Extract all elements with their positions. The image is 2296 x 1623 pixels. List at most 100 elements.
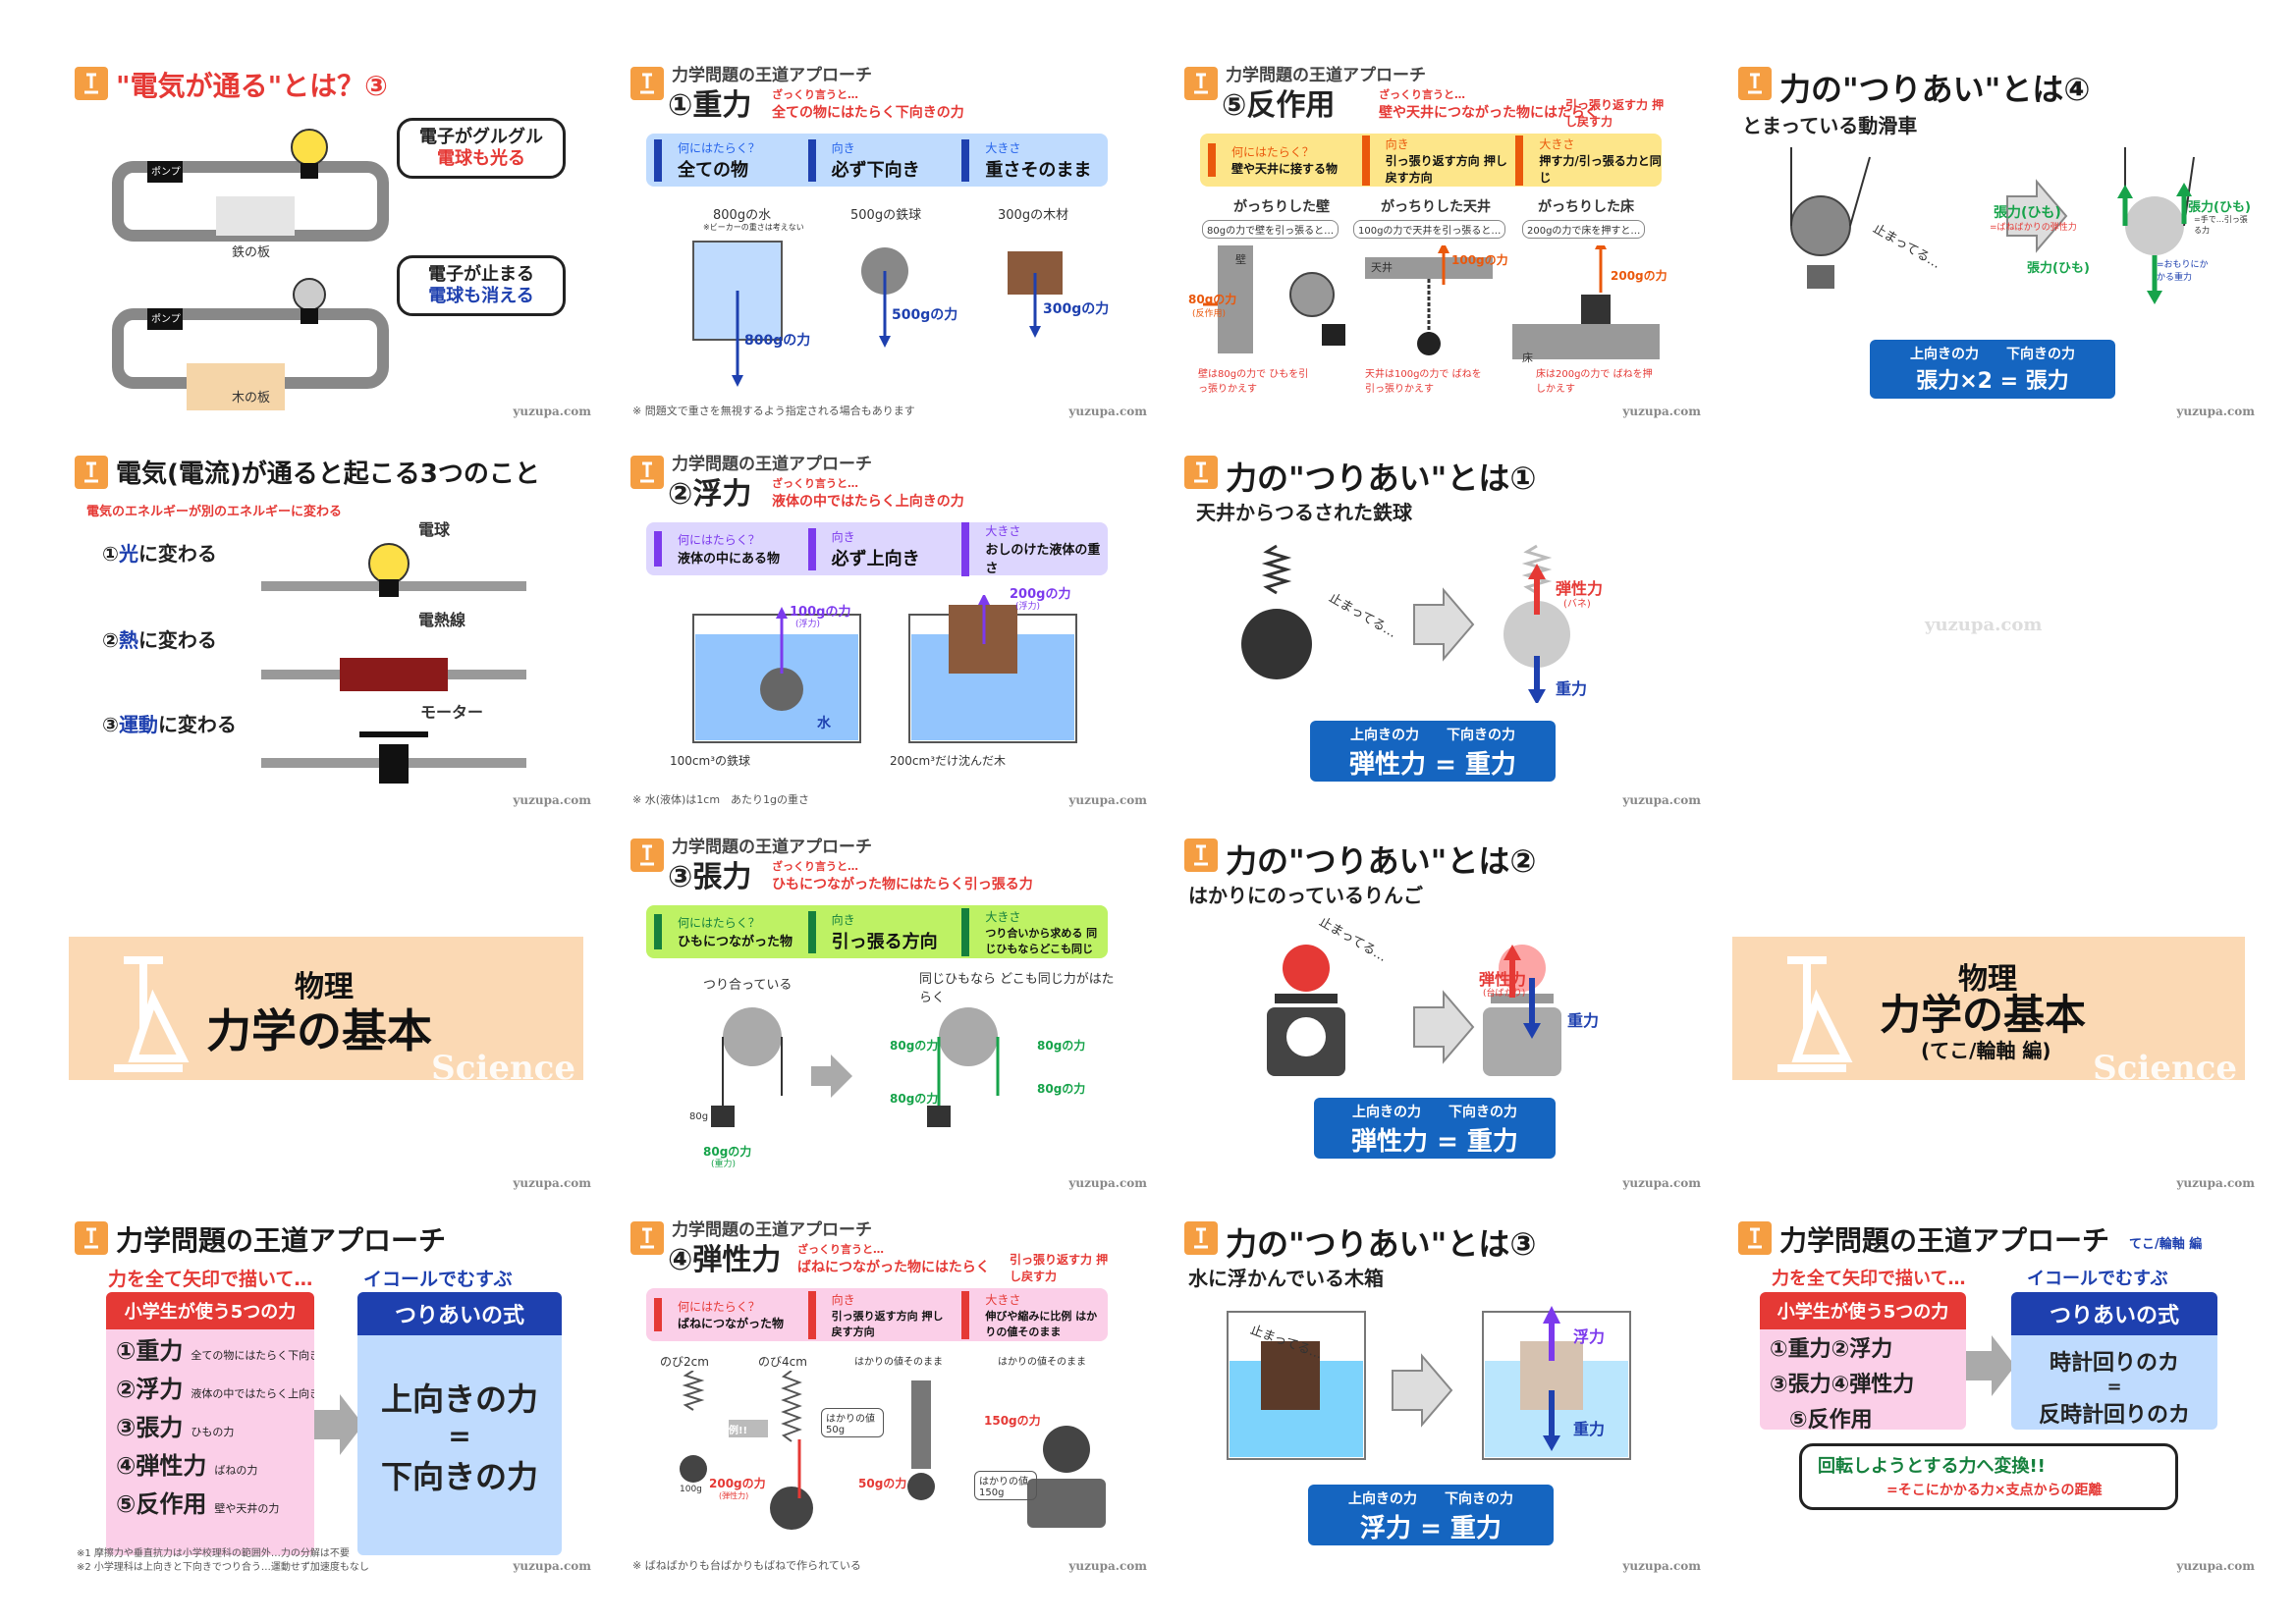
microscope-logo-icon [1184, 67, 1218, 100]
effect-number: ② [102, 628, 119, 652]
equation-top: 上向きの力 下向きの力 [1910, 347, 2075, 362]
site-credit: yuzupa.com [2176, 1559, 2255, 1573]
card-title: ②浮力 [668, 477, 752, 512]
water-label: 水 [817, 716, 831, 731]
bar-cell: 何にはたらく？液体の中にある物 [654, 531, 800, 567]
bar-value: 引っ張り返す方向 押し戻す方向 [831, 1309, 944, 1338]
bar-value: 引っ張る方向 [831, 931, 938, 952]
force-name: ①重力 [116, 1337, 184, 1365]
tension-label: 80gの力 [890, 1039, 939, 1053]
equation-box: 上向きの力 下向きの力 浮力 = 重力 [1308, 1485, 1554, 1545]
pump-label-2: ポンプ [151, 314, 181, 325]
bar-key: 何にはたらく？ [678, 533, 760, 547]
bar-value: 全ての物 [678, 159, 748, 181]
force-name: ⑤反作用 [116, 1490, 207, 1518]
banner-science: Science [431, 1049, 575, 1088]
wood-plate-label: 木の板 [232, 391, 271, 406]
bar-key: 向き [831, 529, 855, 544]
caption: のび2cm [660, 1355, 709, 1369]
force-sub: (浮力) [795, 620, 821, 629]
ruby: ざっくり言うと… [772, 860, 858, 873]
force-label: 200gの力 [1010, 587, 1071, 602]
bar-cell: 大きさ伸びや縮みに比例 はかりの値そのまま [961, 1290, 1108, 1339]
card-approach-lever: 力学問題の王道アプローチ てこ/輪軸 編 力を全て矢印で描いて… イコールでむす… [1732, 1214, 2263, 1577]
site-credit: yuzupa.com [1622, 1559, 1701, 1573]
section-tag: 力学問題の王道アプローチ [1226, 66, 1426, 85]
force-row: ①重力全ての物にはたらく下向きの力 [106, 1329, 314, 1368]
property-bar: 何にはたらく？全ての物 向き必ず下向き 大きさ重さそのまま [646, 134, 1108, 187]
bar-value: 押す力/引っ張る力と同じ [1539, 153, 1662, 185]
ruby: ざっくり言うと… [1379, 88, 1465, 101]
property-bar: 何にはたらく？液体の中にある物 向き必ず上向き 大きさおしのけた液体の重さ [646, 521, 1108, 576]
force-label: 80gの力 [703, 1145, 752, 1159]
pulley-diagram [1790, 147, 2195, 304]
bar-cell: 大きさ押す力/引っ張る力と同じ [1515, 135, 1662, 186]
spring-ball-diagram [1241, 544, 1570, 703]
effect-row: ②熱に変わる [102, 624, 217, 653]
force-desc: 液体の中ではたらく上向きの力 [191, 1387, 314, 1400]
pull-text: 100gの力で天井を引っ張ると… [1353, 220, 1506, 239]
bar-key: 向き [831, 1292, 855, 1307]
card-banner-lever: 物理 力学の基本 (てこ/輪軸 編) Science yuzupa.com [1732, 831, 2263, 1194]
property-bar: 何にはたらく？ひもにつながった物 向き引っ張る方向 大きさつり合いから求める 同… [646, 905, 1108, 958]
iron-plate-label: 鉄の板 [232, 245, 271, 260]
equation-top: 上向きの力 下向きの力 [1352, 1105, 1517, 1120]
card-approach: 力学問題の王道アプローチ 力を全て矢印で描いて… イコールでむすぶ 小学生が使う… [69, 1214, 599, 1577]
microscope-logo-icon [630, 456, 664, 489]
card-subtitle: 天井からつるされた鉄球 [1196, 501, 1412, 524]
bar-cell: 何にはたらく？全ての物 [654, 138, 800, 182]
force-desc: 全ての物にはたらく下向きの力 [191, 1349, 314, 1362]
bar-value: おしのけた液体の重さ [985, 542, 1101, 576]
site-credit: yuzupa.com [513, 1559, 591, 1573]
microscope-icon [1777, 956, 1853, 1072]
caption: はかりの値そのまま [998, 1357, 1086, 1368]
subtitle: 壁や天井につながった物にはたらく [1379, 105, 1599, 121]
force-sub: (弾性力) [719, 1491, 749, 1500]
card-title: 力学問題の王道アプローチ [116, 1224, 447, 1257]
subtitle-2: 引っ張り返す力 押し戻す力 [1565, 98, 1665, 129]
column-head: がっちりした床 [1538, 199, 1634, 215]
bar-value: つり合いから求める 同じひもならどこも同じ [985, 926, 1098, 955]
site-credit: yuzupa.com [1622, 1176, 1701, 1190]
effect-number: ③ [102, 713, 119, 736]
scale-reading: はかりの値 150g [974, 1471, 1037, 1500]
card-blank: yuzupa.com [1732, 448, 2263, 811]
bar-key: 大きさ [985, 523, 1021, 538]
card-title: ③張力 [668, 860, 752, 894]
tension-diagram [711, 1007, 1000, 1127]
conversion-callout: 回転しようとする力へ変換!! =そこにかかる力×支点からの距離 [1799, 1443, 2178, 1510]
item-label: 100cm³の鉄球 [670, 754, 751, 768]
bubble-line: 電子がグルグル [419, 127, 543, 147]
bar-cell: 向き引っ張り返す方向 押し戻す方向 [1361, 135, 1508, 186]
tension-label: 張力(ひも) [2027, 261, 2090, 276]
footnote: ※ 問題文で重さを無視するよう指定される場合もあります [632, 405, 915, 417]
card-buoyancy: 力学問題の王道アプローチ ②浮力 ざっくり言うと… 液体の中ではたらく上向きの力… [625, 448, 1155, 811]
force-label: 200gの力 [1611, 269, 1667, 283]
item-label: 200cm³だけ沈んだ木 [890, 754, 1007, 768]
effect-key: 運動 [118, 713, 158, 736]
card-banner-mechanics: 物理 力学の基本 Science yuzupa.com [69, 831, 599, 1194]
conversion-text-2: =そこにかかる力×支点からの距離 [1886, 1483, 2103, 1498]
result-text: 床は200gの力で ばねを押しかえす [1536, 369, 1653, 395]
site-credit: yuzupa.com [1622, 405, 1701, 418]
effect-key: 光 [118, 542, 138, 566]
card-tension: 力学問題の王道アプローチ ③張力 ざっくり言うと… ひもにつながった物にはたらく… [625, 831, 1155, 1194]
card-title: 力の"つりあい"とは① [1226, 460, 1537, 497]
equation-top: 上向きの力 下向きの力 [1350, 728, 1515, 743]
card-subtitle: 水に浮かんでいる木箱 [1188, 1267, 1384, 1290]
bar-cell: 何にはたらく？壁や天井に接する物 [1208, 143, 1354, 177]
banner-title-2: 力学の基本 [206, 1004, 432, 1057]
site-credit: yuzupa.com [1068, 1176, 1147, 1190]
gravity-note: =おもりにかかる重力 [2157, 260, 2209, 283]
site-credit: yuzupa.com [2176, 1176, 2255, 1190]
equation-cw: 時計回りのカ [2049, 1351, 2179, 1376]
force-desc: ひもの力 [191, 1426, 235, 1438]
equation-bottom: 弾性力 = 重力 [1351, 1127, 1518, 1157]
caption: つり合っている [703, 978, 793, 993]
bar-cell: 何にはたらく？ひもにつながった物 [654, 914, 800, 949]
watermark: yuzupa.com [1925, 615, 2043, 635]
card-title: ⑤反作用 [1222, 88, 1336, 123]
microscope-logo-icon [630, 1221, 664, 1255]
floating-box-diagram [1227, 1306, 1631, 1460]
card-three-effects: 電気(電流)が通ると起こる3つのこと 電気のエネルギーが別のエネルギーに変わる … [69, 448, 599, 811]
